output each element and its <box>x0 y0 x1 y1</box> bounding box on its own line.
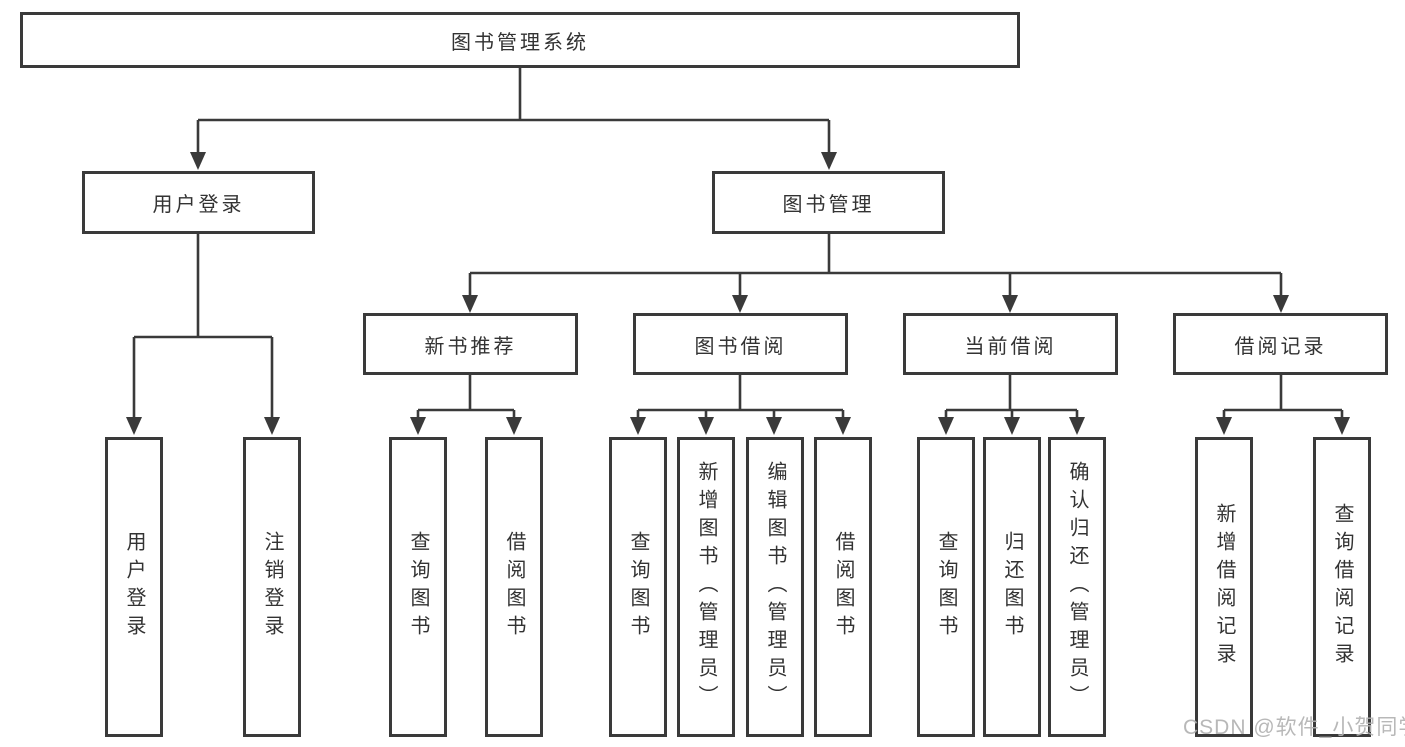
node-user-login: 用户登录 <box>82 171 315 234</box>
node-root-system: 图书管理系统 <box>20 12 1020 68</box>
leaf-cb-confirm-return-admin: 确认归还（管理员） <box>1048 437 1106 737</box>
leaf-bb-borrow-books: 借阅图书 <box>814 437 872 737</box>
connector-records-to-leaves <box>1216 375 1350 435</box>
node-borrowing-records: 借阅记录 <box>1173 313 1388 375</box>
leaf-cb-query-books: 查询图书 <box>917 437 975 737</box>
leaf-cb-return-books: 归还图书 <box>983 437 1041 737</box>
leaf-user-login: 用户登录 <box>105 437 163 737</box>
connector-current-to-leaves <box>938 375 1085 435</box>
node-book-management: 图书管理 <box>712 171 945 234</box>
node-book-borrowing: 图书借阅 <box>633 313 848 375</box>
connector-borrowing-to-leaves <box>630 375 851 435</box>
leaf-br-query-record: 查询借阅记录 <box>1313 437 1371 737</box>
leaf-nbr-query-books: 查询图书 <box>389 437 447 737</box>
node-new-book-recommend: 新书推荐 <box>363 313 578 375</box>
leaf-bb-add-books-admin: 新增图书（管理员） <box>677 437 735 737</box>
connector-newbook-to-leaves <box>410 375 522 435</box>
leaf-br-add-record: 新增借阅记录 <box>1195 437 1253 737</box>
connector-userlogin-to-leaves <box>126 234 280 435</box>
csdn-watermark: CSDN @软件_小贺同学 <box>1183 716 1405 739</box>
connector-root-to-level1 <box>190 68 837 170</box>
connector-bookmgmt-to-level2 <box>462 234 1289 313</box>
leaf-nbr-borrow-books: 借阅图书 <box>485 437 543 737</box>
leaf-bb-query-books: 查询图书 <box>609 437 667 737</box>
node-current-borrowing: 当前借阅 <box>903 313 1118 375</box>
leaf-logout: 注销登录 <box>243 437 301 737</box>
leaf-bb-edit-books-admin: 编辑图书（管理员） <box>746 437 804 737</box>
